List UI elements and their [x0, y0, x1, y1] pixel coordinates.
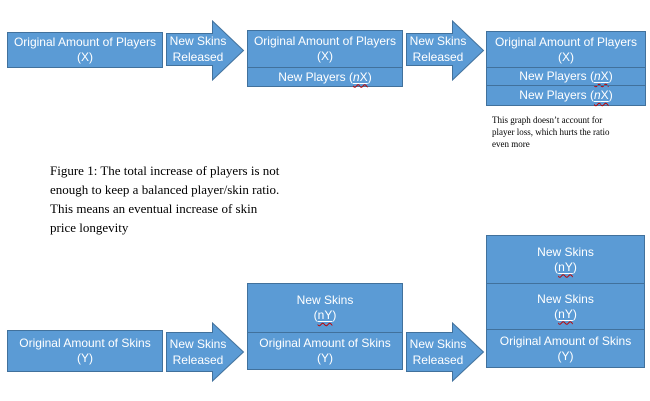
right-arrow-icon	[406, 322, 485, 382]
box-row: New Players (nX)	[487, 85, 645, 105]
text-line: enough to keep a balanced player/skin ra…	[50, 182, 280, 197]
right-arrow-icon	[406, 20, 485, 81]
text-line: Figure 1: The total increase of players …	[50, 163, 280, 178]
box-skins-plus-new: New Skins(nY)Original Amount of Skins(Y)	[247, 283, 403, 370]
spellcheck-underline: X	[600, 88, 609, 102]
box-line: New Players (nX)	[278, 69, 372, 84]
box-line: (X)	[317, 49, 333, 63]
spellcheck-underline: nY	[317, 308, 333, 322]
spellcheck-underline: n	[593, 69, 601, 83]
text-line: Released	[172, 353, 224, 367]
box-row: Original Amount of Players(X)	[8, 33, 162, 67]
box-line: (nY)	[313, 308, 337, 322]
box-line: (Y)	[317, 351, 333, 365]
box-skins-plus-two-new: New Skins(nY)New Skins(nY)Original Amoun…	[486, 235, 645, 368]
box-row: New Players (nX)	[248, 67, 402, 86]
box-line: Original Amount of Players	[253, 34, 397, 48]
text-line: New Skins	[169, 34, 227, 48]
box-row: Original Amount of Skins(Y)	[8, 331, 162, 371]
right-arrow-icon	[166, 322, 245, 382]
box-line: (nY)	[554, 306, 577, 321]
text-line: New Skins	[409, 337, 467, 351]
spellcheck-underline: nY	[558, 306, 573, 321]
box-line: Original Amount of Skins	[499, 333, 632, 348]
box-line: New Skins	[537, 244, 594, 259]
right-arrow-icon	[166, 20, 245, 81]
box-line: New Skins	[296, 293, 354, 307]
box-line: (Y)	[77, 351, 93, 365]
box-line: (Y)	[557, 348, 574, 363]
text-line: price longevity	[50, 220, 129, 235]
box-line: Original Amount of Players	[13, 35, 157, 49]
box-original-skins: Original Amount of Skins(Y)	[7, 330, 163, 372]
box-players-plus-two-new: Original Amount of Players(X) New Players…	[486, 31, 646, 106]
spellcheck-underline: X	[600, 69, 609, 83]
box-row: Original Amount of Players(X)	[487, 32, 645, 67]
box-players-plus-new: Original Amount of Players(X) New Players…	[247, 30, 403, 87]
box-row: Original Amount of Players(X)	[248, 31, 402, 67]
text-line: This means an eventual increase of skin	[50, 201, 258, 216]
box-row: Original Amount of Skins(Y)	[248, 332, 402, 369]
box-row: Original Amount of Skins(Y)	[487, 329, 644, 367]
figure-caption: Figure 1: The total increase of players …	[50, 161, 279, 237]
text-line: Released	[172, 50, 224, 64]
box-line: (X)	[558, 49, 574, 64]
box-line: New Skins	[537, 291, 594, 306]
text-line: player loss, which hurts the ratio	[492, 127, 610, 137]
text-line: New Skins	[169, 337, 227, 351]
box-line: (X)	[77, 50, 93, 64]
box-row: New Skins(nY)	[248, 284, 402, 332]
text-line: Released	[412, 353, 464, 367]
side-note: This graph doesn’t account for player los…	[492, 114, 642, 150]
text-line: This graph doesn’t account for	[492, 115, 603, 125]
text-line: Released	[412, 50, 464, 64]
spellcheck-underline: nY	[558, 259, 573, 274]
text-line: even more	[492, 139, 530, 149]
spellcheck-underline: n	[593, 88, 601, 102]
box-row: New Skins(nY)	[487, 283, 644, 329]
box-line: (nY)	[554, 259, 577, 274]
box-line: New Players (nX)	[519, 69, 613, 83]
spellcheck-underline: n	[352, 69, 360, 84]
box-original-players: Original Amount of Players(X)	[7, 32, 163, 68]
box-row: New Skins(nY)	[487, 236, 644, 283]
spellcheck-underline: X	[359, 69, 368, 84]
text-line: New Skins	[409, 34, 467, 48]
box-line: New Players (nX)	[519, 88, 613, 102]
box-line: Original Amount of Players	[494, 34, 638, 49]
box-line: Original Amount of Skins	[19, 336, 151, 350]
box-row: New Players (nX)	[487, 67, 645, 85]
box-line: Original Amount of Skins	[259, 336, 391, 350]
